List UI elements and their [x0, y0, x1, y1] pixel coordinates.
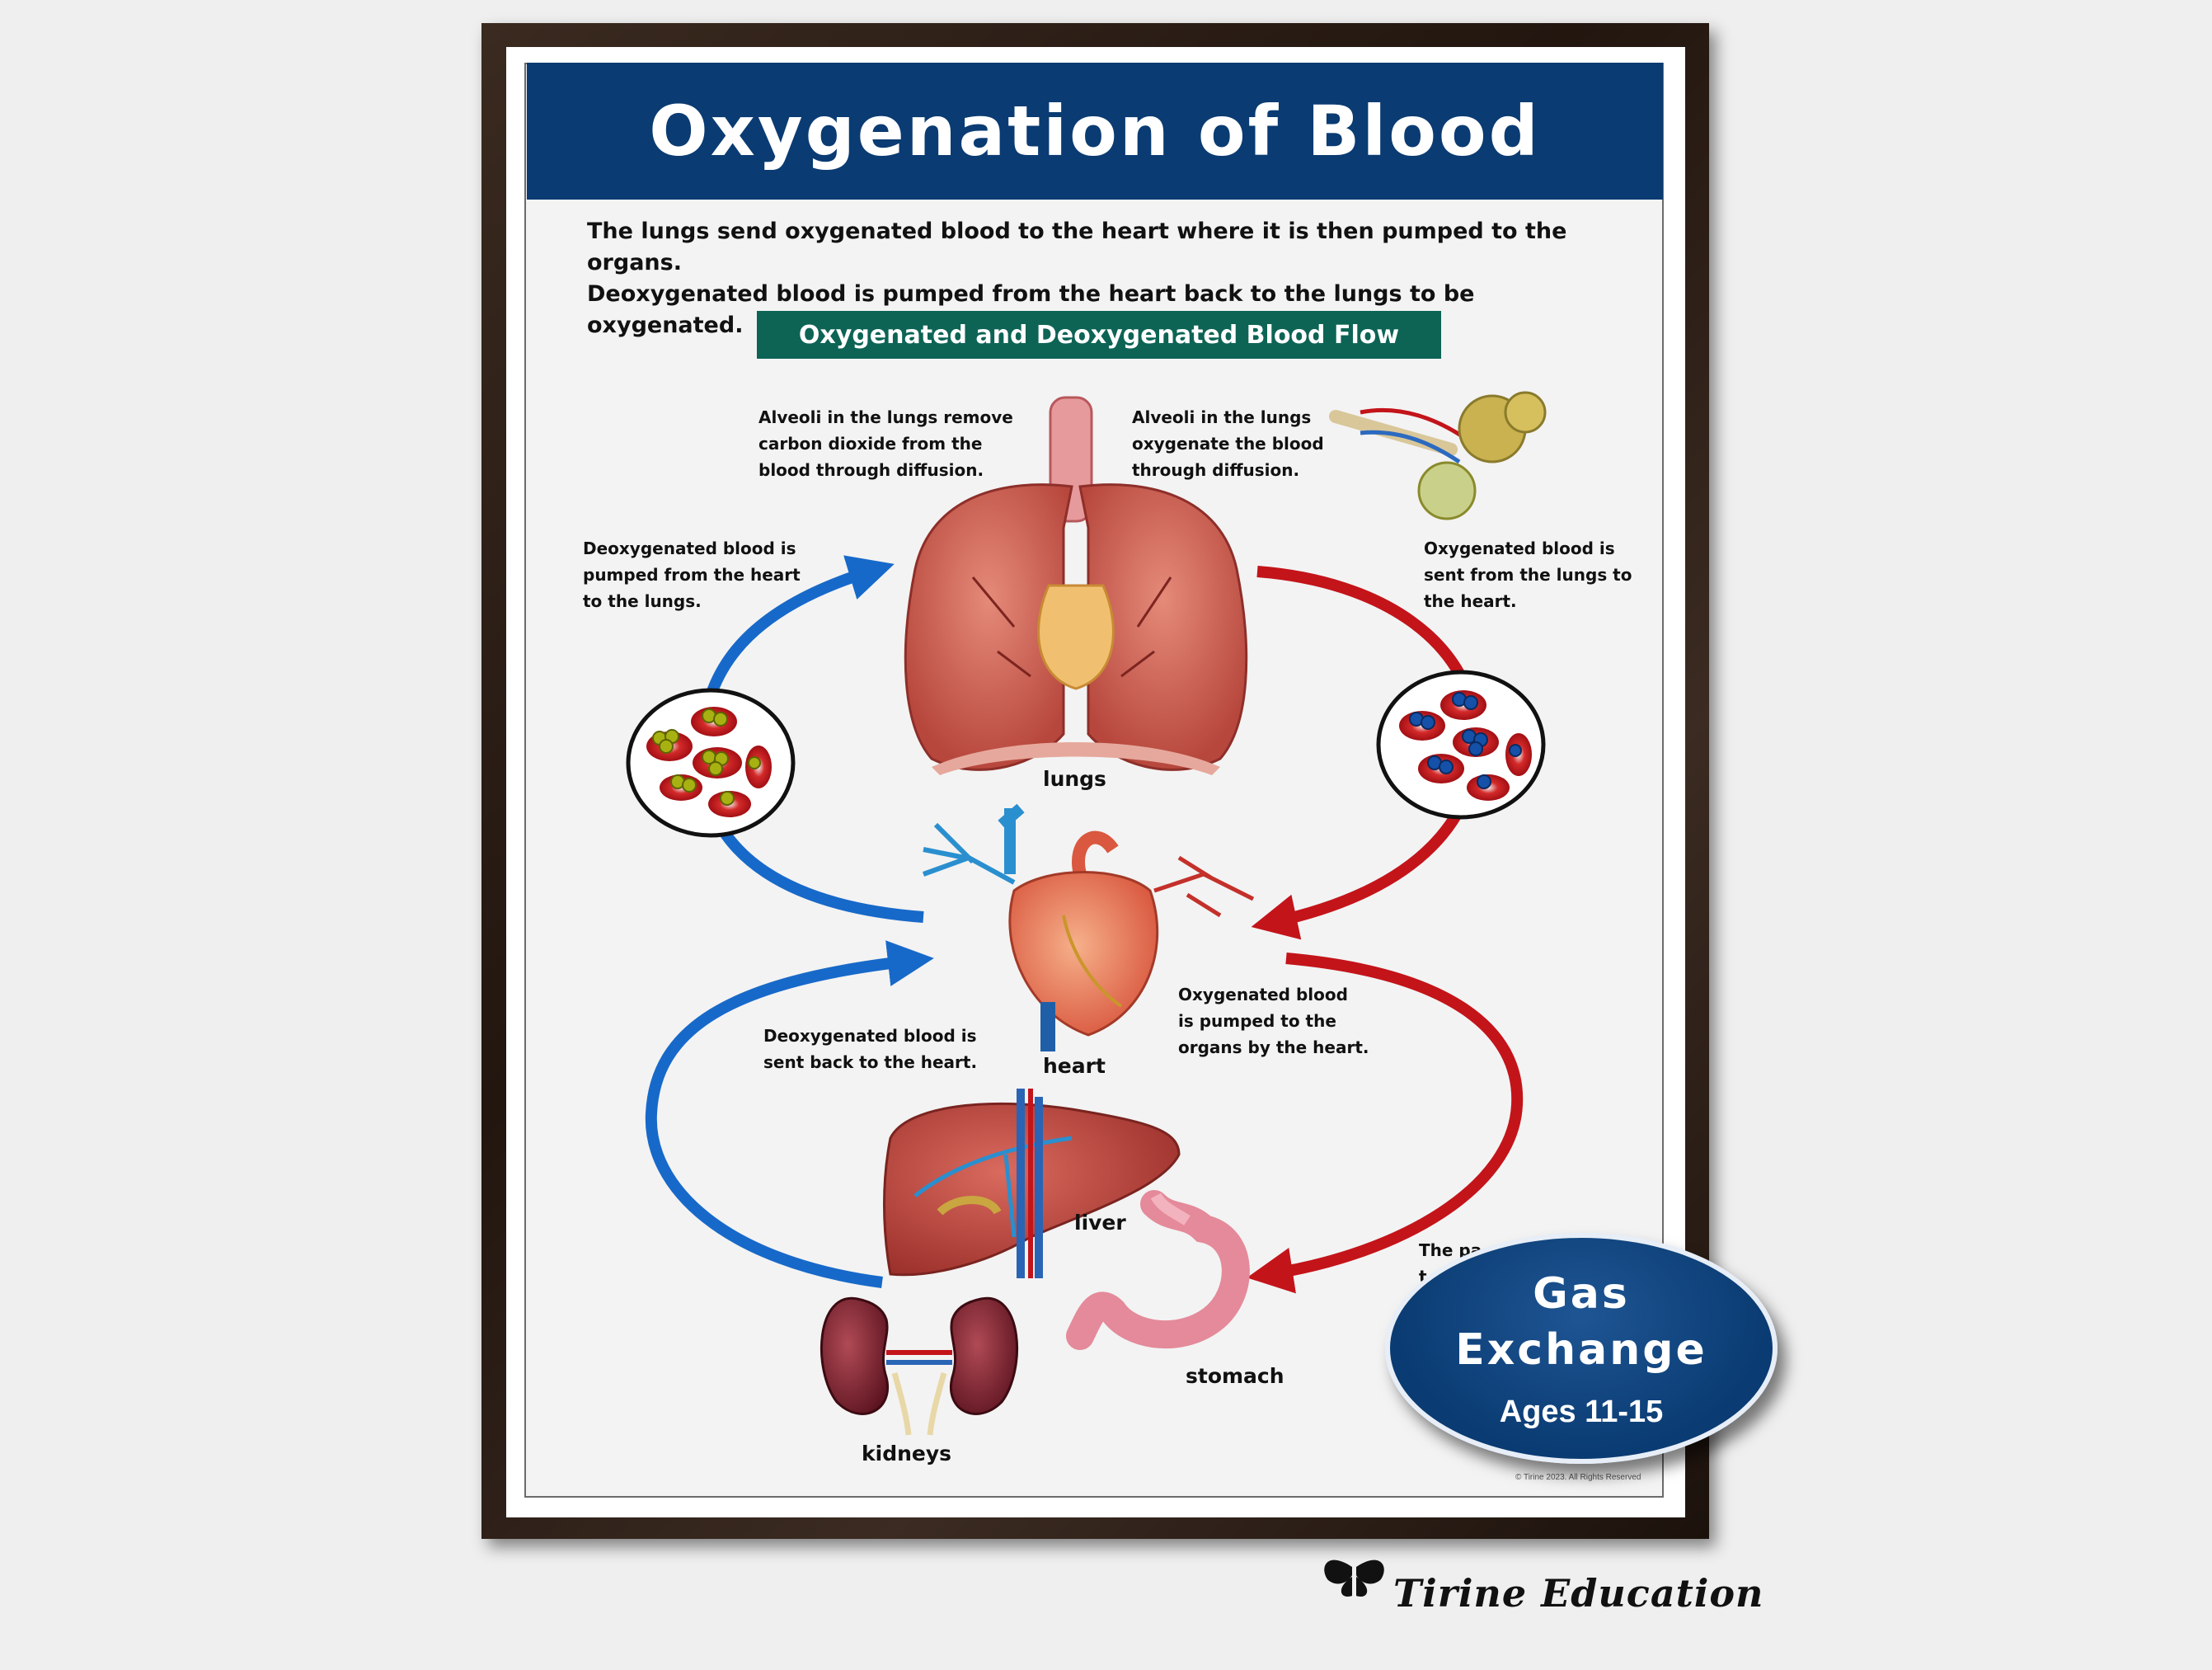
label-lungs: lungs — [1043, 767, 1106, 791]
intro-line-2: Deoxygenated blood is pumped from the he… — [587, 281, 1475, 338]
title-bar: Oxygenation of Blood — [527, 63, 1663, 200]
note-alveoli-remove: Alveoli in the lungs remove carbon dioxi… — [758, 404, 1013, 483]
badge-line-1: Gas — [1533, 1269, 1630, 1319]
subtitle-bar: Oxygenated and Deoxygenated Blood Flow — [757, 311, 1441, 359]
alveoli-illustration — [1329, 391, 1547, 520]
note-line: Oxygenated blood is — [1424, 539, 1615, 558]
note-alveoli-oxygenate: Alveoli in the lungs oxygenate the blood… — [1132, 404, 1324, 483]
oxygenated-blood-cells — [1376, 670, 1546, 820]
deoxygenated-blood-cells — [626, 688, 796, 838]
badge-ages: Ages 11-15 — [1499, 1395, 1664, 1429]
label-kidneys: kidneys — [862, 1442, 952, 1465]
note-deoxy-to-lungs: Deoxygenated blood is pumped from the he… — [583, 535, 801, 614]
copyright: © Tirine 2023. All Rights Reserved — [1515, 1473, 1641, 1482]
note-line: to the lungs. — [583, 591, 702, 611]
diagram-subtitle: Oxygenated and Deoxygenated Blood Flow — [798, 320, 1400, 350]
liver-illustration — [883, 1089, 1181, 1278]
note-line: sent from the lungs to — [1424, 565, 1632, 585]
label-stomach: stomach — [1186, 1364, 1284, 1388]
note-line: organs by the heart. — [1178, 1037, 1369, 1057]
stomach-illustration — [1066, 1190, 1250, 1350]
note-line: is pumped to the — [1178, 1011, 1336, 1031]
label-liver: liver — [1074, 1211, 1126, 1235]
note-oxy-to-organs: Oxygenated blood is pumped to the organs… — [1178, 981, 1369, 1061]
note-line: Oxygenated blood — [1178, 985, 1348, 1004]
note-line: Alveoli in the lungs remove — [758, 407, 1013, 427]
butterfly-logo — [1324, 1559, 1384, 1597]
note-line: the heart. — [1424, 591, 1517, 611]
brand-name: Tirine Education — [1393, 1571, 1764, 1616]
lungs-illustration — [904, 396, 1248, 775]
heart-illustration — [922, 803, 1255, 1051]
note-line: Deoxygenated blood is — [583, 539, 796, 558]
note-line: sent back to the heart. — [763, 1052, 978, 1072]
note-line: Deoxygenated blood is — [763, 1026, 977, 1046]
gas-exchange-badge: Gas Exchange Ages 11-15 — [1385, 1233, 1778, 1464]
badge-line-2: Exchange — [1455, 1325, 1707, 1375]
oxygenated-arrow-to-organs — [1247, 953, 1524, 1294]
note-oxy-to-heart: Oxygenated blood is sent from the lungs … — [1424, 535, 1632, 614]
deoxygenated-arrow-to-heart — [645, 940, 934, 1288]
note-line: Alveoli in the lungs — [1132, 407, 1312, 427]
note-line: oxygenate the blood — [1132, 434, 1324, 454]
note-line: carbon dioxide from the — [758, 434, 983, 454]
note-line: t — [1419, 1267, 1427, 1287]
kidneys-illustration — [820, 1296, 1019, 1436]
note-line: blood through diffusion. — [758, 460, 984, 480]
page-title: Oxygenation of Blood — [649, 91, 1541, 172]
intro-line-1: The lungs send oxygenated blood to the h… — [587, 219, 1567, 275]
note-line: through diffusion. — [1132, 460, 1300, 480]
intro-text: The lungs send oxygenated blood to the h… — [587, 216, 1626, 341]
label-heart: heart — [1043, 1054, 1106, 1078]
note-deoxy-back: Deoxygenated blood is sent back to the h… — [763, 1023, 977, 1075]
note-line: pumped from the heart — [583, 565, 801, 585]
